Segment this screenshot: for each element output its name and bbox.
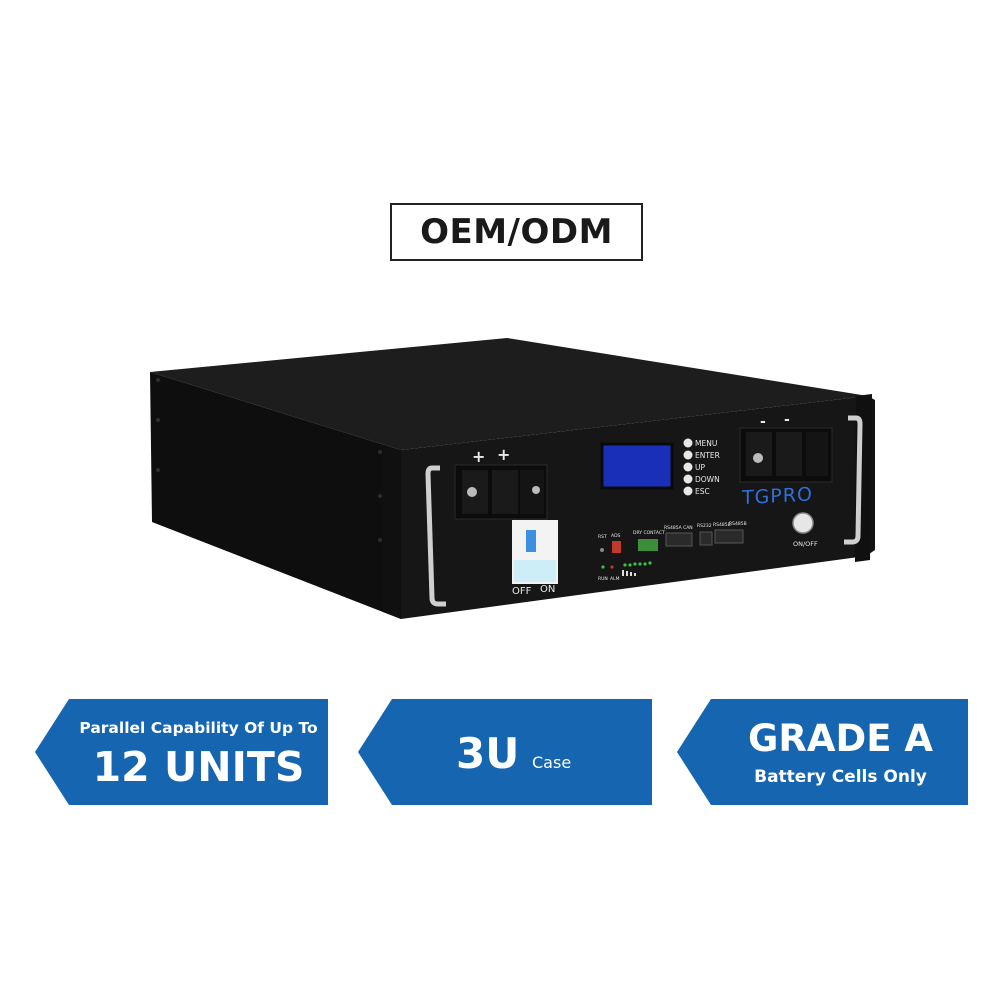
power-button: [792, 512, 814, 534]
menu-buttons: [683, 438, 693, 496]
case-left-side: [150, 372, 401, 619]
terminal-plus-label-1: +: [472, 447, 485, 466]
soc-leds: [601, 561, 652, 569]
badge-3u-small: Case: [532, 753, 572, 772]
positive-terminals: [454, 464, 548, 520]
badge-3u-case: 3U Case: [358, 699, 652, 805]
menu-label-enter: ENTER: [695, 451, 720, 460]
menu-label-up: UP: [695, 463, 705, 472]
lcd-screen: [600, 442, 674, 490]
badge-parallel-line2: 12 UNITS: [92, 743, 305, 791]
terminal-minus-label-2: -: [784, 412, 790, 428]
status-label-run: RUN: [598, 576, 608, 582]
status-label-alm: ALM: [610, 576, 620, 582]
case-top: [150, 338, 868, 450]
badge-arrow-shape: [358, 699, 652, 805]
badge-arrow-shape: [35, 699, 328, 805]
bar-indicator: [622, 570, 636, 576]
badge-parallel-capability: Parallel Capability Of Up To 12 UNITS: [35, 699, 328, 805]
menu-label-down: DOWN: [695, 475, 720, 484]
badge-grade-a: GRADE A Battery Cells Only: [677, 699, 968, 805]
badge-grade-line1: GRADE A: [748, 717, 933, 760]
terminal-plus-label-2: +: [497, 445, 510, 464]
negative-terminals: [739, 427, 833, 483]
port-label-ads: ADS: [611, 533, 621, 539]
menu-label-esc: ESC: [695, 487, 710, 496]
badge-arrow-shape: [677, 699, 968, 805]
port-label-rs485a-can: RS485A CAN: [664, 525, 693, 531]
terminal-minus-label-1: -: [760, 414, 766, 430]
brand-logo: TGPRO: [741, 483, 813, 509]
side-rivets: [156, 378, 382, 542]
port-label-dry-contact: DRY CONTACT: [633, 530, 665, 536]
power-button-label: ON/OFF: [793, 540, 818, 548]
breaker-switch: [512, 520, 558, 584]
port-label-rs485b-1: RS485B: [713, 522, 731, 528]
menu-label-menu: MENU: [695, 439, 717, 448]
left-mounting-ear: [383, 446, 401, 619]
port-block: [600, 529, 744, 553]
breaker-on-label: ON: [540, 584, 555, 595]
badge-parallel-line1: Parallel Capability Of Up To: [79, 719, 318, 737]
port-label-rs485b-2: RS485B: [729, 521, 747, 527]
oem-odm-label: OEM/ODM: [390, 203, 643, 261]
right-handle: [844, 415, 863, 545]
port-label-rs232: RS232: [697, 523, 712, 529]
left-handle: [425, 465, 446, 607]
port-label-rst: RST: [598, 534, 607, 540]
badge-grade-line2: Battery Cells Only: [754, 767, 927, 787]
oem-odm-text: OEM/ODM: [420, 212, 613, 252]
breaker-off-label: OFF: [512, 586, 532, 597]
badge-3u-big: 3U: [456, 729, 520, 778]
